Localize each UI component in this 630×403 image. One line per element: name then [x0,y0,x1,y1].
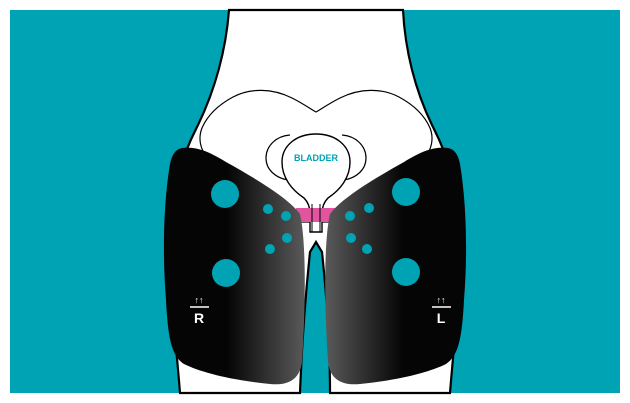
bladder-label: BLADDER [294,153,338,163]
electrode-large-right-lower [212,259,240,287]
electrode-large-left-lower [392,258,420,286]
electrode-large-right-upper [211,180,239,208]
left-pad-label: L [437,310,446,326]
right-pad-label: R [194,310,204,326]
electrode-small-left-3 [346,233,356,243]
electrode-small-right-3 [282,233,292,243]
electrode-small-right-1 [263,204,273,214]
electrode-small-left-2 [345,211,355,221]
electrode-small-left-1 [364,203,374,213]
up-arrows-icon: ↑↑ [437,295,446,305]
electrode-small-right-4 [265,244,275,254]
electrode-small-left-4 [362,244,372,254]
up-arrows-icon: ↑↑ [195,295,204,305]
electrode-small-right-2 [281,211,291,221]
electrode-large-left-upper [392,178,420,206]
